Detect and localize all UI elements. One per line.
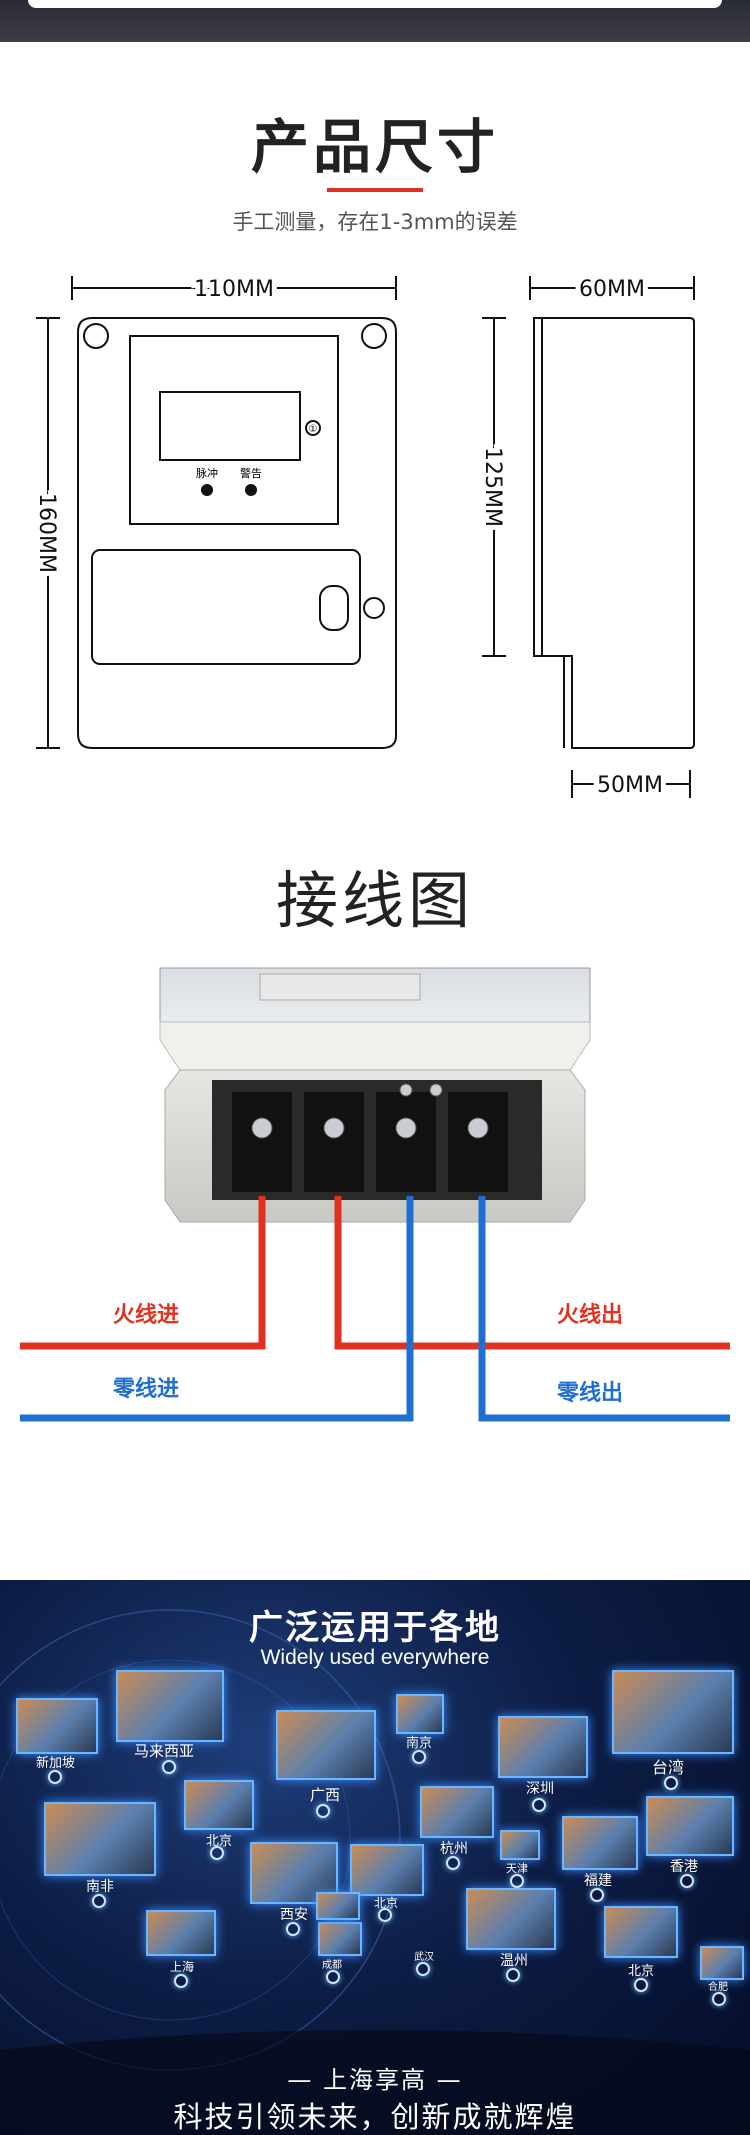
city-photo-card	[646, 1796, 734, 1856]
neutral-in-wire	[20, 1196, 414, 1422]
location-pin-icon	[162, 1760, 176, 1774]
terminal-screw-2-icon	[323, 1117, 345, 1139]
city-photo-card	[562, 1816, 638, 1870]
city-label: 上海	[170, 1960, 195, 1974]
city-label: 杭州	[440, 1841, 468, 1857]
city-photo-card	[498, 1716, 588, 1778]
terminal-screw-3-icon	[395, 1117, 417, 1139]
city-label: 新加坡	[36, 1756, 76, 1771]
city-label: 北京	[628, 1964, 655, 1979]
coverage-title: 广泛运用于各地	[249, 1608, 501, 1648]
location-pin-icon	[664, 1776, 678, 1790]
depth-top-dimension-label: 60MM	[579, 277, 645, 302]
city-photo-card	[16, 1698, 98, 1754]
alarm-led-icon	[245, 484, 257, 496]
coverage-map-banner: 广泛运用于各地 Widely used everywhere 新加坡 马来西亚 …	[0, 1580, 750, 2135]
city-label: 合肥	[708, 1982, 728, 1993]
city-label: 福建	[584, 1873, 612, 1889]
location-pin-icon	[174, 1974, 188, 1988]
city-photo-card	[396, 1694, 444, 1734]
top-header-band	[0, 0, 750, 42]
city-label: 深圳	[526, 1781, 554, 1797]
side-height-dimension-label: 125MM	[480, 447, 505, 527]
live-out-label: 火线出	[557, 1302, 623, 1328]
city-label: 温州	[500, 1953, 528, 1969]
location-pin-icon	[590, 1888, 604, 1902]
measurement-note: 手工测量，存在1-3mm的误差	[232, 210, 518, 234]
city-photo-card	[612, 1670, 734, 1754]
city-photo-card	[116, 1670, 224, 1742]
location-pin-icon	[378, 1908, 392, 1922]
location-pin-icon	[48, 1770, 62, 1784]
city-photo-card	[318, 1922, 362, 1956]
location-pin-icon	[532, 1798, 546, 1812]
location-pin-icon	[510, 1874, 524, 1888]
brand-line: — 上海享高 —	[287, 2066, 463, 2094]
city-label: 北京	[374, 1896, 399, 1910]
city-photo-card	[146, 1910, 216, 1956]
svg-text:①: ①	[309, 424, 318, 435]
city-photo-card	[500, 1830, 540, 1860]
city-photo-card	[466, 1888, 556, 1950]
wiring-diagram: 火线进 火线出 零线进 零线出	[20, 967, 730, 1422]
depth-bottom-dimension-label: 50MM	[597, 773, 663, 798]
location-pin-icon	[326, 1970, 340, 1984]
city-photo-card	[184, 1780, 254, 1830]
city-label: 西安	[280, 1907, 308, 1923]
terminal-screw-4-icon	[467, 1117, 489, 1139]
city-photo-card	[420, 1786, 494, 1838]
coverage-subtitle: Widely used everywhere	[260, 1646, 490, 1669]
city-photo-card	[350, 1844, 424, 1896]
city-photo-card	[700, 1946, 744, 1980]
terminal-screw-1-icon	[251, 1117, 273, 1139]
location-pin-icon	[286, 1922, 300, 1936]
wiring-title: 接线图	[275, 864, 474, 937]
city-label: 天津	[506, 1862, 528, 1875]
location-pin-icon	[506, 1968, 520, 1982]
city-label: 马来西亚	[134, 1742, 195, 1760]
height-dimension-label: 160MM	[34, 493, 59, 573]
title-underline	[327, 188, 423, 192]
header-notch	[28, 0, 722, 8]
location-pin-icon	[210, 1846, 224, 1860]
pulse-led-icon	[201, 484, 213, 496]
dimension-drawing: 脉冲 警告 ① 110MM 60MM 50MM 160MM 125MM	[29, 272, 695, 803]
city-label: 香港	[670, 1859, 698, 1875]
city-photo-card	[604, 1906, 678, 1958]
city-label: 广西	[310, 1786, 341, 1804]
city-photo-card	[316, 1892, 360, 1920]
city-photo-card	[276, 1710, 376, 1780]
location-pin-icon	[446, 1856, 460, 1870]
pulse-label: 脉冲	[196, 466, 218, 480]
dimensions-title: 产品尺寸	[250, 113, 499, 181]
location-pin-icon	[712, 1992, 726, 2006]
location-pin-icon	[412, 1750, 426, 1764]
neutral-out-label: 零线出	[556, 1380, 623, 1406]
location-pin-icon	[92, 1894, 106, 1908]
serial-label-sticker	[259, 973, 421, 1001]
city-photo-card	[44, 1802, 156, 1876]
location-pin-icon	[316, 1804, 330, 1818]
live-out-wire	[334, 1196, 730, 1350]
city-label: 北京	[206, 1834, 233, 1849]
city-label: 台湾	[652, 1758, 685, 1777]
live-in-label: 火线进	[113, 1302, 179, 1328]
width-dimension-label: 110MM	[194, 277, 274, 302]
live-in-wire	[20, 1196, 266, 1350]
brand-slogan: 科技引领未来，创新成就辉煌	[173, 2100, 577, 2134]
neutral-in-label: 零线进	[112, 1376, 179, 1402]
location-pin-icon	[416, 1962, 430, 1976]
location-pin-icon	[680, 1874, 694, 1888]
city-label: 南京	[406, 1736, 433, 1751]
location-pin-icon	[634, 1978, 648, 1992]
alarm-label: 警告	[240, 466, 262, 480]
city-label: 武汉	[414, 1952, 434, 1963]
city-label: 南非	[86, 1879, 114, 1895]
neutral-out-wire	[478, 1196, 730, 1422]
city-label: 成都	[322, 1960, 342, 1971]
